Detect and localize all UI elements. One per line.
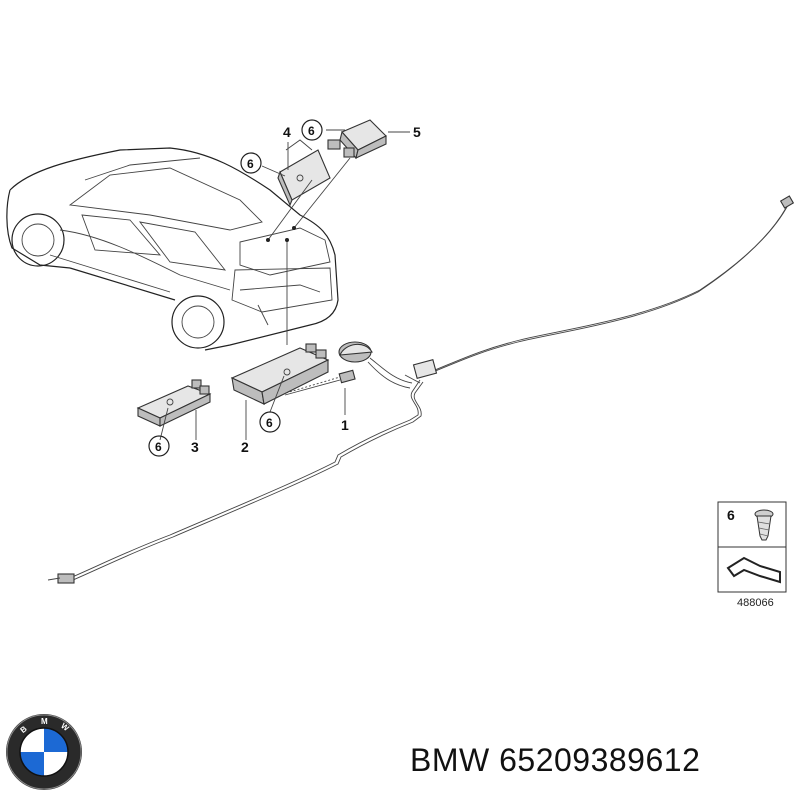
callout-6-circle (301, 119, 323, 141)
callout-6-circle (259, 411, 281, 433)
callout-1: 1 (341, 417, 349, 433)
brand-name: BMW (410, 742, 490, 778)
callouts: 4 6 5 6 6 3 2 6 1 (148, 119, 421, 457)
brand-part-number: BMW 65209389612 (410, 742, 700, 779)
part-3-module (136, 379, 212, 427)
bracket-symbol-icon (726, 556, 781, 584)
car-outline (6, 147, 339, 351)
screw-icon (754, 509, 774, 541)
legend-box: 6 488066 (717, 501, 787, 609)
callout-6-bottom: 6 (266, 416, 273, 430)
svg-text:B: B (19, 724, 29, 735)
callout-6-bottom-left: 6 (155, 440, 162, 454)
callout-5: 5 (413, 124, 421, 140)
part-5-sensor (327, 119, 387, 160)
callout-2: 2 (241, 439, 249, 455)
callout-6-left: 6 (247, 157, 254, 171)
antenna-cable (47, 195, 795, 584)
part-2-module (230, 343, 341, 405)
svg-text:M: M (41, 717, 48, 726)
leader-lines (159, 129, 410, 441)
callout-3: 3 (191, 439, 199, 455)
svg-text:W: W (59, 721, 71, 733)
callout-6-circle (148, 435, 170, 457)
bmw-roundel-logo: B M W (6, 714, 82, 790)
part-1-antenna (338, 341, 438, 389)
callout-4: 4 (283, 124, 291, 140)
diagram-reference-number: 488066 (737, 597, 774, 609)
part-4-bracket (277, 139, 331, 207)
callout-6-top: 6 (308, 124, 315, 138)
callout-6-circle (240, 152, 262, 174)
part-number: 65209389612 (499, 742, 701, 778)
legend-screw-number: 6 (727, 507, 735, 523)
